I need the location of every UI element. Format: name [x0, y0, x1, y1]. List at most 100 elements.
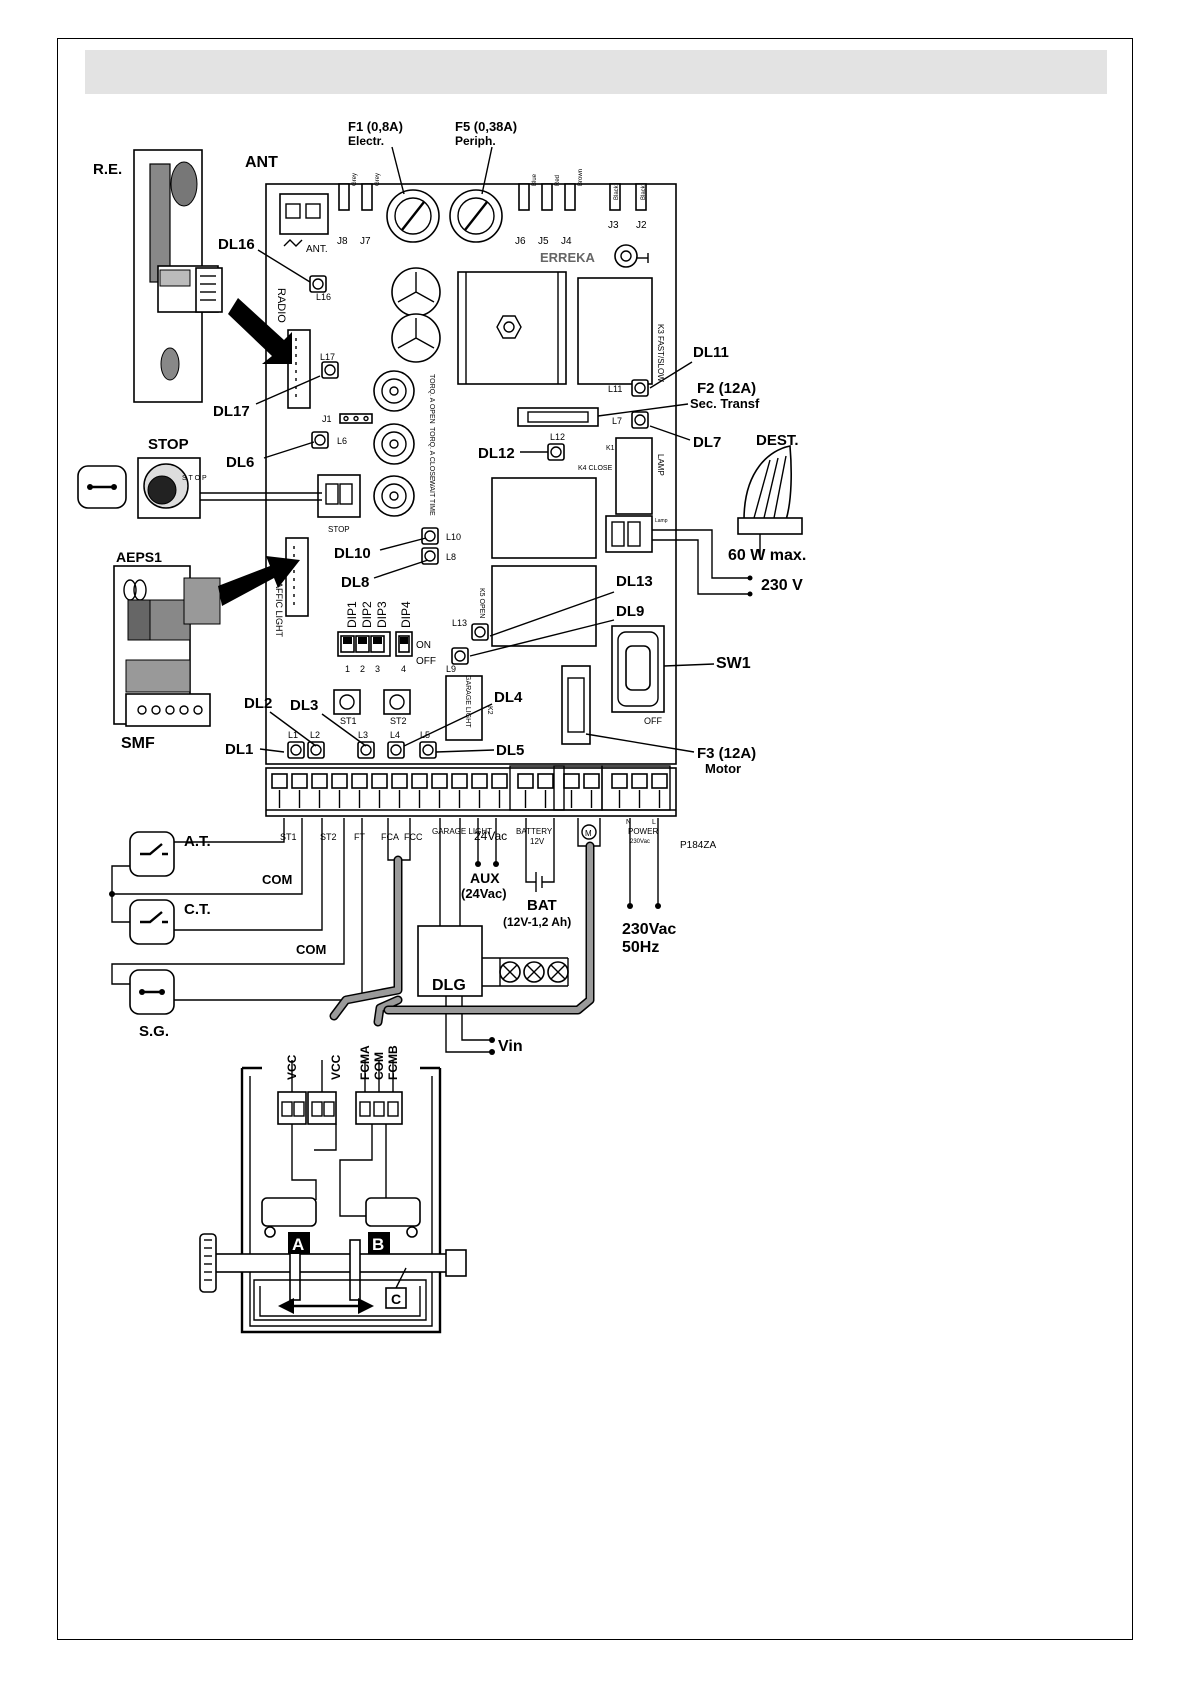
relay-k1	[615, 437, 653, 515]
f2-sub-label: Sec. Transf	[690, 396, 760, 411]
term-fca: FCA	[381, 832, 399, 842]
stop-connector-label: STOP	[328, 525, 350, 534]
terminal-screw	[611, 773, 628, 789]
jumper-j5: J5	[538, 236, 549, 247]
garage-light-relay-label: GARAGE LIGHT	[464, 675, 471, 728]
f1-label: F1 (0,8A)	[348, 119, 403, 134]
terminal-group-frame	[601, 765, 671, 811]
letter-b: B	[372, 1235, 384, 1254]
heatsink	[457, 271, 567, 385]
relay-k3-label: K3 FAST/SLOW	[656, 324, 665, 382]
stop-device: S T O P	[137, 457, 207, 519]
dlg-label: DLG	[432, 977, 466, 994]
st1-button: ST1	[333, 689, 361, 726]
terminal-screw	[291, 773, 308, 789]
vin-label: Vin	[498, 1038, 523, 1055]
jumpers-left	[338, 183, 647, 211]
led-label-l4: L4	[390, 730, 400, 740]
dl4-label: DL4	[494, 689, 523, 706]
fuse-f2	[517, 407, 599, 427]
term-fcc: FCC	[404, 832, 423, 842]
led-l9: L9	[446, 647, 469, 674]
smf-label: SMF	[121, 735, 155, 752]
page-frame	[57, 38, 1133, 1640]
power-switch-sw1: OFF	[611, 625, 665, 726]
dip2-label: DIP2	[360, 601, 374, 628]
dip3-label: DIP3	[375, 601, 389, 628]
relay-k5	[491, 565, 597, 647]
jumper-j7: J7	[360, 236, 371, 247]
wire-color-labels: Grey Grey Blue Red Brown Black Black	[352, 169, 647, 200]
led-label-l11: L11	[608, 384, 622, 394]
relay-k4-label: K4 CLOSE	[578, 465, 613, 472]
sw1-label: SW1	[716, 655, 751, 672]
led-label-l2: L2	[310, 730, 320, 740]
mains-label: 230Vac	[622, 921, 676, 938]
capacitor-2	[391, 313, 441, 363]
com-label-1: COM	[262, 872, 292, 887]
trimmer-torque-close	[373, 423, 415, 465]
led-l5: L5	[419, 730, 437, 759]
jumper-j1: J1	[322, 413, 373, 424]
term-n: N	[626, 819, 631, 826]
flashing-lamp-dest	[737, 445, 803, 535]
dl9-label: DL9	[616, 603, 644, 620]
terminal-block	[271, 765, 671, 811]
jumper-j6: J6	[515, 236, 526, 247]
term-24vac: 24Vac	[474, 829, 507, 843]
fuse-f5	[449, 189, 503, 243]
wire-black-1: Black	[614, 184, 620, 200]
dl1-label: DL1	[225, 741, 253, 758]
fuse-f1	[386, 189, 440, 243]
terminal-screw	[351, 773, 368, 789]
led-label-l13: L13	[452, 618, 467, 628]
led-label-l10: L10	[446, 532, 461, 542]
radio-receiver-module	[133, 149, 223, 403]
led-label-l6: L6	[337, 436, 347, 446]
dest-label: DEST.	[756, 432, 799, 449]
dip-switch-block	[337, 631, 413, 657]
led-label-l3: L3	[358, 730, 368, 740]
led-l1: L1	[287, 730, 305, 759]
f3-sub-label: Motor	[705, 761, 741, 776]
st2-button-label: ST2	[390, 716, 407, 726]
jumper-labels: J8 J7 J6 J5 J4 J3 J2	[337, 220, 647, 247]
stop-title: STOP	[148, 436, 189, 453]
ant-label: ANT	[245, 154, 278, 171]
letter-c: C	[391, 1291, 401, 1307]
relay-k5-label: K5 OPEN	[478, 588, 485, 618]
jumper-j4: J4	[561, 236, 572, 247]
wire-black-2: Black	[641, 184, 647, 200]
terminal-screw	[651, 773, 668, 789]
led-label-l17: L17	[320, 352, 335, 362]
led-l16: L16	[309, 275, 331, 302]
led-l4: L4	[387, 730, 405, 759]
jumper-j8: J8	[337, 236, 348, 247]
dl16-label: DL16	[218, 236, 255, 253]
lamp-bulb-icons	[499, 958, 569, 986]
com-label-2: COM	[296, 942, 326, 957]
terminal-screw	[517, 773, 534, 789]
relay-k1-label: K1	[606, 445, 615, 452]
radio-insert-arrow	[228, 298, 292, 364]
term-battery: BATTERY	[516, 827, 553, 836]
fcmb-label: FCMB	[386, 1045, 400, 1080]
stop-connector: STOP	[317, 474, 361, 534]
dl12-label: DL12	[478, 445, 515, 462]
sg-label: S.G.	[139, 1023, 169, 1040]
terminal-screw	[431, 773, 448, 789]
dl10-label: DL10	[334, 545, 371, 562]
terminal-screw	[491, 773, 508, 789]
jumper-j3: J3	[608, 220, 619, 231]
ant-small-label: ANT.	[306, 244, 328, 255]
dl17-label: DL17	[213, 403, 250, 420]
dip4-label: DIP4	[399, 601, 413, 628]
at-contact-icon	[129, 831, 175, 877]
led-l7: L7	[612, 411, 649, 429]
terminal-screw	[311, 773, 328, 789]
dip1-label: DIP1	[345, 601, 359, 628]
dl3-label: DL3	[290, 697, 318, 714]
at-label: A.T.	[184, 833, 211, 850]
dip-num-4: 4	[401, 664, 406, 674]
